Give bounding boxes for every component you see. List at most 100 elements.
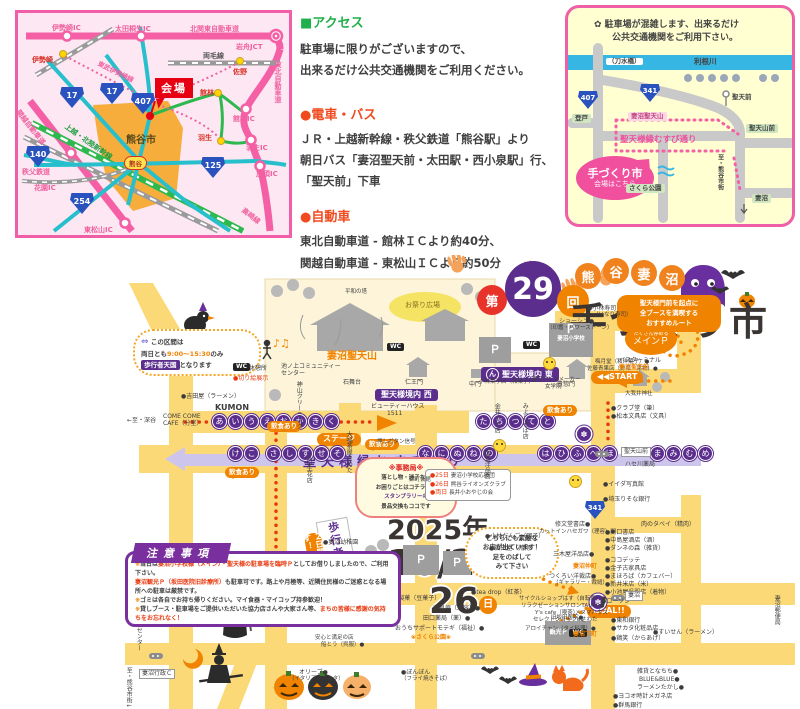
smiley-icon-1 [493, 439, 506, 452]
stage-label: ステージ [317, 433, 361, 446]
menuma-stop-venue: 妻沼 [625, 591, 644, 602]
risona-bank-label: ●埼玉りそな銀行 [603, 496, 651, 503]
route-note-2: 全ブースを満喫する [639, 308, 699, 317]
hokoten-l1: この区間は [150, 338, 184, 346]
booth-circle: ま [651, 447, 664, 460]
shodenzan-label: 妻沼聖天山 [327, 351, 377, 362]
smiley-icon-3 [543, 357, 556, 370]
community-center-label-1: 池ノ上コミュニティー [281, 363, 341, 370]
miyoshi-soba-label: みよしそば店 [521, 403, 529, 439]
comecome-label-1: COME COME [163, 413, 201, 420]
tsukuroi-sub: （ギャラリー・裁縫） [553, 580, 609, 586]
booth-row-c: さしすせそ [267, 447, 344, 460]
balloon-kuma: 熊 [575, 263, 601, 289]
days-2-d: ●両日 [430, 489, 448, 497]
hokoten-time: 9:00〜15:30 [167, 350, 211, 359]
notice-box: ❋当日は妻沼小学校様（メイン）・聖天様の駐車場を臨時Ｐとしてお借りしましたので、… [125, 551, 401, 627]
food-balloon-2: 飲食あり [225, 467, 259, 480]
olive-label: オリーブ● [299, 669, 328, 676]
parking-block-2: Ｐ [403, 545, 439, 575]
booth-row-g: まみむめ [651, 447, 712, 460]
niomon-label: 仁王門 [405, 379, 424, 386]
booth-circle: た [477, 415, 490, 428]
booth-circle: ふ [571, 447, 584, 460]
parking-block-1: Ｐ [479, 337, 511, 363]
peace-tower-label: 平和の塔 [345, 289, 368, 295]
shubundo-label: 修文堂書店● [555, 521, 591, 528]
menuma-house-label: メヌマハウス [575, 610, 609, 616]
map-label-ota-ic: 太田桐生IC [115, 25, 151, 33]
bonbon-label: ●ぼんぼん [401, 669, 431, 676]
comecome-label-2: CAFE（分室） [163, 420, 203, 427]
blueblue-label: BLUE&BLUE● [639, 676, 680, 683]
start-label: ◀◀START [591, 371, 644, 384]
notice-title: 注意事項 [130, 543, 232, 563]
toward-kumagaya-label: 至・熊谷市街 [716, 154, 724, 190]
to-kumagaya-label: 至・熊谷市街↓ [125, 667, 133, 709]
mikiya-yohin-label: 三木屋洋品店● [553, 551, 595, 558]
hokoten-l2c: のみ [210, 350, 224, 359]
nakajimaya-sake-label: ●中島屋酒店（酒） [605, 537, 659, 544]
ouchi-support-label: おうちサポートモテギ（福祉）● [395, 625, 485, 632]
days-1-d: ●26日 [430, 480, 449, 488]
wc-badge-clinic: WC [569, 629, 587, 637]
gunma-bank-label: ●群馬銀行 [613, 702, 643, 709]
balloon-gaya: 谷 [603, 258, 629, 284]
nishikimachi-kaikan-label: 錦町会館 [409, 477, 432, 483]
booth-circle: つ [509, 415, 522, 428]
booth-circle: の [483, 447, 496, 460]
balloon-kai: 回 [557, 285, 589, 317]
map-label-ryomo-line: 両毛線 [203, 52, 224, 60]
booth-circle: て [525, 415, 538, 428]
beauty-house-label: ビューティーハウス [371, 403, 425, 410]
booth-circle: ね [467, 447, 480, 460]
balloon-dai: 第 [477, 285, 507, 315]
booth-circle: み [667, 447, 680, 460]
daifuku-chaya-label: 大福茶屋さわた [345, 431, 353, 473]
noborito-label: 登戸 [572, 114, 591, 124]
bus-stop-icon-1 [149, 653, 163, 659]
map-label-ise-ic: 伊勢崎IC [52, 24, 81, 32]
teadrop-label: ●tea drop（紅茶） [471, 589, 526, 596]
office-l4: 景品交換もココです [381, 503, 431, 510]
notice-3-hl: まちの皆様に感謝の気持ちをお忘れなく！ [135, 606, 386, 622]
map-label-hanazono-ic: 花園IC [34, 184, 56, 192]
map-label-kazo-ic: 加須IC [256, 170, 278, 178]
map-label-tohoku-expwy: 東北自動車道 [274, 61, 282, 103]
days-0-t: 妻沼小学校応援団 [450, 473, 495, 479]
wc-badge-west: WC [387, 343, 405, 351]
route-note-3: おすすめルート [646, 318, 692, 327]
wc-badge-east: WC [523, 341, 541, 349]
kokodette-label: ●ココデッテ [605, 557, 641, 564]
food-balloon-1: 飲食あり [267, 421, 301, 434]
venue-callout: 会場 [155, 78, 193, 98]
arai-rice-label: ●新井米店（米） [605, 581, 653, 588]
select-ab-label: セレクトショップab [533, 617, 584, 623]
taguchi-pharmacy-label: 田口薬局（薬）● [423, 615, 471, 622]
visit-l1: こちらにも素敵な [486, 534, 538, 542]
balloon-me: 妻 [631, 260, 657, 286]
dressmaker-label-1: 妻沼ドレスメーカー [531, 377, 581, 383]
shoshin-label: ショーシン● [559, 318, 595, 325]
baigetsudo-label: 梅月堂（和洋菓子）● [595, 359, 650, 365]
precinct-east-text: 聖天様境内 東 [502, 369, 553, 379]
train-line-3: 「聖天前」下車 [300, 174, 381, 189]
shodenyama-mae-stop-venue: 聖天山前 [621, 447, 652, 458]
niku-tabei-label: 肉のタベイ（精肉） [641, 521, 696, 528]
sunday-mark: 日 [479, 596, 498, 614]
car-heading: ●自動車 [300, 210, 351, 226]
booth-circle: と [541, 415, 554, 428]
parking-mini-map: ✿ 駐車場が混雑します、出来るだけ 公共交通機関をご利用下さい。 （刀水橋） 利… [565, 5, 795, 227]
school-parking-p: Ｐ [564, 322, 577, 336]
dressmaker-label-2: 女学院 [545, 384, 562, 390]
precinct-west-banner: 聖天様境内 西 [375, 389, 438, 401]
train-bus-heading: ●電車・バス [300, 107, 377, 123]
booth-circle: す [299, 447, 312, 460]
sekiguchi-books-label: ●関口書店 [605, 529, 635, 536]
food-balloon-3: 飲食あり [365, 439, 399, 452]
booth-circle: せ [315, 447, 328, 460]
shoden-mae-stop-label: 聖天前 [732, 93, 752, 101]
sawata-label: さわた [581, 617, 598, 623]
mainp-small: たくさん停める [633, 330, 669, 337]
booth-circle-n: ん [487, 369, 498, 380]
